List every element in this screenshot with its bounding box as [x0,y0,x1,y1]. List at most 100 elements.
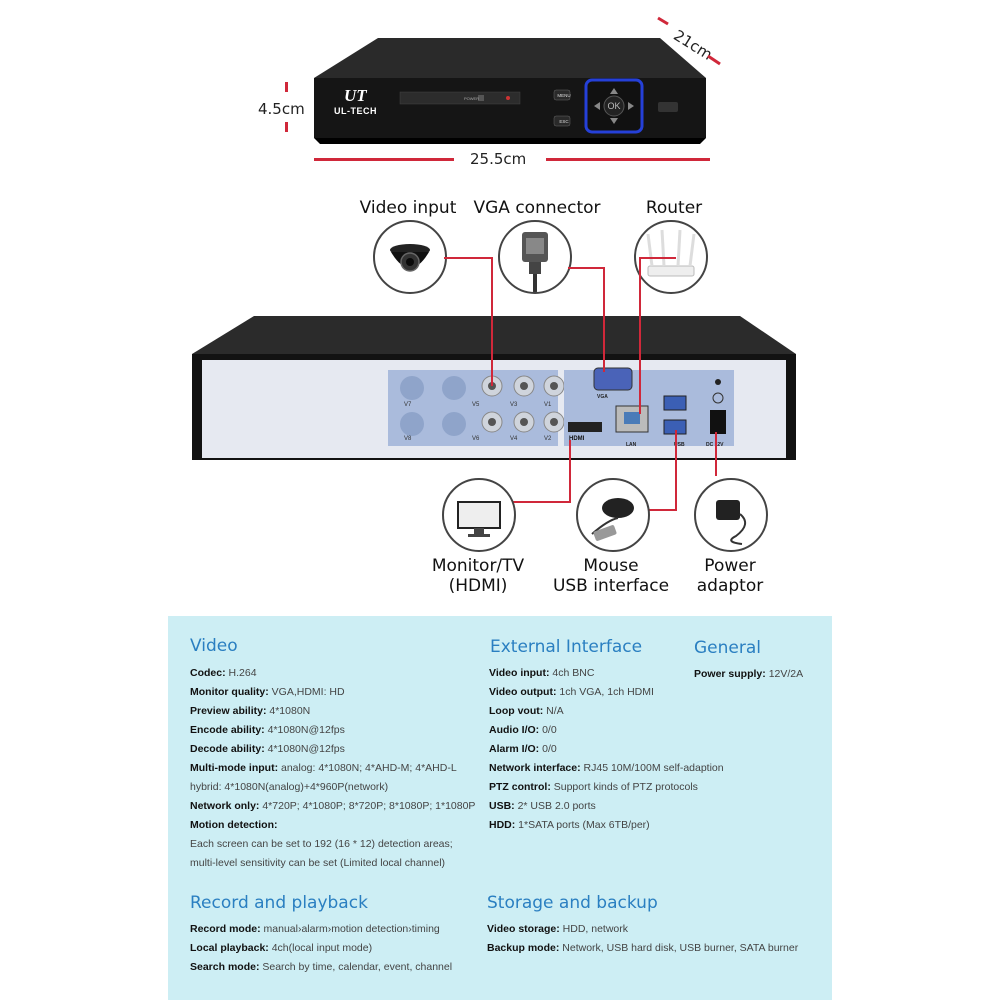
esc-button[interactable]: ESC [559,119,569,124]
bnc-label-v7: V7 [404,402,412,408]
bnc-label-v6: V6 [472,436,480,442]
dvr-back-image [192,316,796,460]
video-input-label: Video input [359,198,457,218]
mouse-usb-icon [576,478,650,552]
spec-key: Audio I/O: [489,724,543,736]
spec-key: Backup mode: [487,942,563,954]
camera-icon [373,220,447,294]
spec-value: VGA,HDMI: HD [271,686,345,698]
spec-value: 4ch BNC [552,667,595,679]
mouse-label: Mouse USB interface [546,556,676,596]
spec-value: 1*SATA ports (Max 6TB/per) [518,819,650,831]
monitor-label-line1: Monitor/TV [431,556,525,576]
mouse-label-line2: USB interface [552,576,670,596]
bnc-label-v4: V4 [510,436,518,442]
width-dimension-line-left [314,158,454,161]
power-adaptor-icon [694,478,768,552]
spec-key: Codec: [190,667,229,679]
spec-key: PTZ control: [489,781,554,793]
spec-value: 12V/2A [768,668,804,680]
spec-row: Video storage: HDD, network [487,923,628,935]
ok-button[interactable]: OK [607,101,621,111]
spec-key: HDD: [489,819,519,831]
spec-value: 0/0 [542,724,557,736]
monitor-label-line2: (HDMI) [448,576,508,596]
spec-row: Decode ability: 4*1080N@12fps [190,743,345,755]
width-label: 25.5cm [470,150,527,168]
spec-row: Loop vout: N/A [489,705,564,717]
spec-row: Motion detection: [190,819,278,831]
spec-row: multi-level sensitivity can be set (Limi… [190,857,445,869]
spec-value: HDD, network [562,923,629,935]
power-label: Power adaptor [686,556,774,596]
depth-dimension-lines [657,16,721,66]
spec-value: 4*1080N@12fps [267,743,345,755]
spec-row: Search mode: Search by time, calendar, e… [190,961,452,973]
spec-key: Record mode: [190,923,264,935]
bnc-label-v2: V2 [544,436,552,442]
bnc-label-v5: V5 [472,402,480,408]
spec-row: Encode ability: 4*1080N@12fps [190,724,345,736]
spec-row: Video output: 1ch VGA, 1ch HDMI [489,686,654,698]
spec-key: Encode ability: [190,724,268,736]
spec-value: 0/0 [542,743,557,755]
power-indicator-label: POWER [464,96,480,101]
bnc-label-v3: V3 [510,402,518,408]
spec-value: RJ45 10M/100M self-adaption [583,762,724,774]
height-dimension-line [285,82,288,92]
spec-value: Support kinds of PTZ protocols [553,781,698,793]
monitor-label: Monitor/TV (HDMI) [420,556,536,596]
width-dimension-line-right [546,158,710,161]
spec-key: Decode ability: [190,743,268,755]
spec-value: 4ch(local input mode) [271,942,373,954]
vga-connector-label: VGA connector [473,198,601,218]
spec-value: Search by time, calendar, event, channel [262,961,453,973]
mouse-label-line1: Mouse [583,556,639,576]
spec-key: Video storage: [487,923,563,935]
bnc-label-v1: V1 [544,402,552,408]
spec-panel [168,616,832,1000]
general-section-title: General [694,638,761,658]
spec-row: HDD: 1*SATA ports (Max 6TB/per) [489,819,650,831]
vga-cable-icon [498,220,572,294]
spec-key: Multi-mode input: [190,762,281,774]
spec-row: Network interface: RJ45 10M/100M self-ad… [489,762,724,774]
height-dimension-line-bottom [285,122,288,132]
spec-row: Local playback: 4ch(local input mode) [190,942,372,954]
spec-value: 1ch VGA, 1ch HDMI [559,686,654,698]
spec-key: Network interface: [489,762,584,774]
brand-logo-mark: UT [344,86,367,105]
spec-row: Backup mode: Network, USB hard disk, USB… [487,942,798,954]
menu-button[interactable]: MENU [557,93,571,98]
usb-port-label: USB [674,442,685,448]
record-section-title: Record and playback [190,893,368,913]
storage-section-title: Storage and backup [487,893,658,913]
spec-key: Power supply: [694,668,769,680]
spec-key: Search mode: [190,961,263,973]
spec-row: Multi-mode input: analog: 4*1080N; 4*AHD… [190,762,457,774]
spec-key: Monitor quality: [190,686,272,698]
dvr-front-image [314,38,706,144]
spec-row: Audio I/O: 0/0 [489,724,557,736]
power-label-line2: adaptor [696,576,764,596]
spec-key: Network only: [190,800,263,812]
spec-value: 4*1080N [269,705,311,717]
height-label: 4.5cm [258,100,305,118]
spec-key: Alarm I/O: [489,743,543,755]
spec-row: hybrid: 4*1080N(analog)+4*960P(network) [190,781,388,793]
hdmi-port-label: HDMI [569,436,585,442]
spec-value: N/A [546,705,564,717]
spec-key: USB: [489,800,518,812]
video-section-title: Video [190,636,238,656]
spec-key: Motion detection: [190,819,278,831]
spec-key: Loop vout: [489,705,547,717]
spec-key: Preview ability: [190,705,270,717]
bnc-label-v8: V8 [404,436,412,442]
vga-port-label: VGA [597,394,608,400]
connection-lines [444,257,717,511]
lan-port-label: LAN [626,442,637,448]
spec-value: H.264 [228,667,257,679]
dc-port-label: DC 12V [706,442,724,448]
spec-value: 4*1080N@12fps [267,724,345,736]
spec-value: multi-level sensitivity can be set (Limi… [190,857,446,869]
